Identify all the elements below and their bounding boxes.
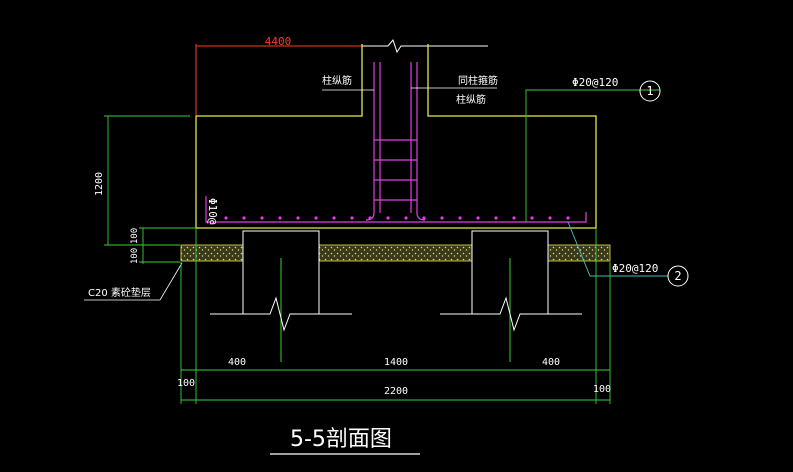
- vertical-rebar-text: Φ10@: [206, 198, 219, 225]
- hdim-text-left-seg: 400: [228, 357, 246, 368]
- rebar-section-dot: [332, 216, 336, 220]
- hdim-text-mid-seg: 1400: [384, 357, 408, 368]
- callout-text-1: 1: [646, 84, 653, 98]
- vertical-dimensions: [104, 115, 196, 264]
- label-col-tie: 同柱箍筋: [458, 74, 498, 87]
- bedding-layer: [180, 244, 611, 262]
- rebar-dots: [224, 216, 570, 220]
- vdim-text-bed-1: 100: [130, 228, 140, 244]
- hdim-text-left-offset: 100: [177, 378, 195, 389]
- pile-left-break: [210, 296, 352, 332]
- col-hook-right: [416, 212, 426, 221]
- rebar-section-dot: [350, 216, 354, 220]
- hdim-text-right-seg: 400: [542, 357, 560, 368]
- callout-circle-2: [667, 265, 689, 287]
- label-col-rebar-right: 柱纵筋: [456, 93, 486, 106]
- label-col-rebar-left: 柱纵筋: [322, 74, 352, 87]
- leader-rebar-top: [525, 89, 660, 222]
- leader-bedding: [84, 262, 183, 301]
- rebar-section-dot: [422, 216, 426, 220]
- rebar-section-dot: [368, 216, 372, 220]
- pile-left: [242, 230, 320, 314]
- callout-text-2: 2: [674, 269, 681, 283]
- rebar-section-dot: [548, 216, 552, 220]
- rebar-section-dot: [512, 216, 516, 220]
- vdim-text-height: 1200: [94, 172, 105, 196]
- label-bedding: C20 素砼垫层: [88, 286, 151, 299]
- callout-circle-1: [639, 80, 661, 102]
- bottom-dimensions: [180, 228, 611, 404]
- rebar-section-dot: [260, 216, 264, 220]
- rebar-section-dot: [296, 216, 300, 220]
- bottom-rebar: [205, 196, 587, 223]
- vdim-text-bed-2: 100: [130, 248, 140, 264]
- rebar-section-dot: [458, 216, 462, 220]
- rebar-section-dot: [242, 216, 246, 220]
- rebar-section-dot: [314, 216, 318, 220]
- rebar-section-dot: [440, 216, 444, 220]
- pile-right-break: [440, 296, 582, 332]
- rebar: [205, 62, 587, 223]
- col-hook-left: [365, 212, 375, 221]
- pile-right: [471, 230, 549, 314]
- rebar-section-dot: [476, 216, 480, 220]
- leader-rebar-bottom: [567, 221, 668, 277]
- rebar-section-dot: [566, 216, 570, 220]
- bedding-seg-right: [547, 244, 611, 262]
- rebar-section-dot: [404, 216, 408, 220]
- pile-cap-outline-right: [195, 44, 597, 229]
- break-line-top: [362, 38, 488, 54]
- hdim-text-right-offset: 100: [593, 384, 611, 395]
- rebar-section-dot: [224, 216, 228, 220]
- bedding-seg-left: [180, 244, 244, 262]
- drawing-title: 5-5剖面图: [290, 427, 392, 452]
- label-rebar-top: Φ20@120: [572, 76, 618, 89]
- hdim-text-total: 2200: [384, 386, 408, 397]
- pile-cap-outline: [196, 44, 363, 117]
- rebar-section-dot: [494, 216, 498, 220]
- bedding-seg-mid: [318, 244, 473, 262]
- label-rebar-bottom: Φ20@120: [612, 262, 658, 275]
- rebar-section-dot: [386, 216, 390, 220]
- top-dim-text: 4400: [265, 35, 292, 48]
- rebar-section-dot: [530, 216, 534, 220]
- rebar-section-dot: [278, 216, 282, 220]
- labels: 柱纵筋 同柱箍筋 柱纵筋 Φ20@120 1 Φ20@120 2 C20 素砼垫…: [84, 74, 689, 301]
- foundation-outline: [195, 44, 597, 229]
- piles: [210, 230, 582, 362]
